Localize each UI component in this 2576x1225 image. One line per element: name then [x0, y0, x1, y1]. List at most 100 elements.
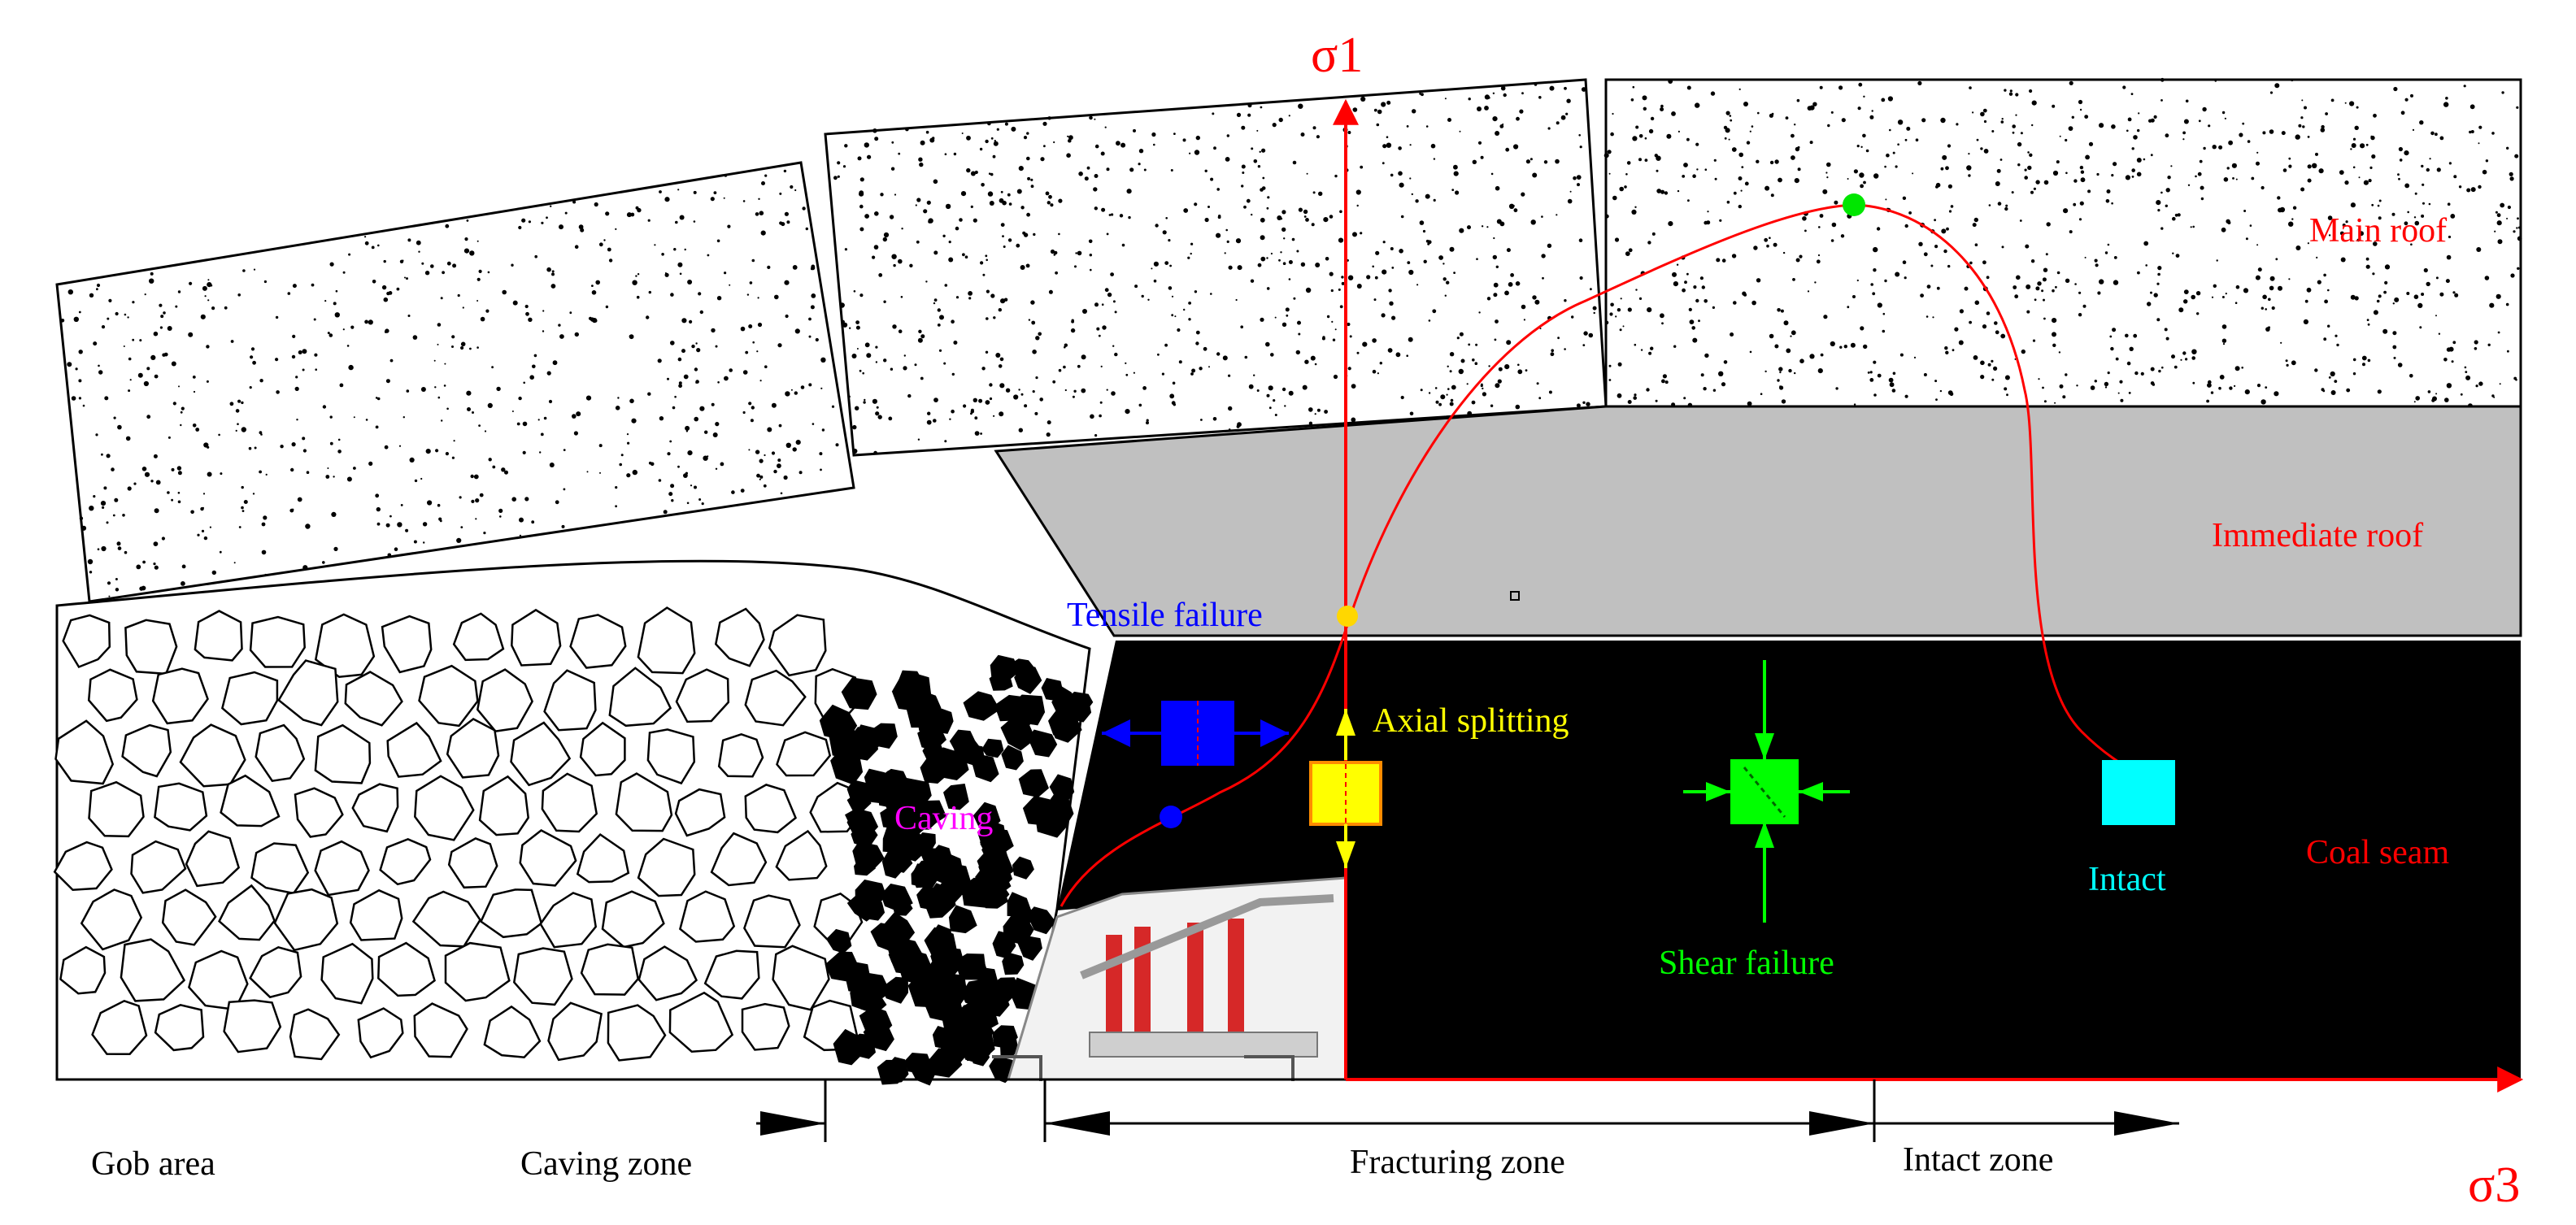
- speckle-dot: [447, 262, 449, 264]
- speckle-dot: [188, 332, 194, 337]
- speckle-dot: [773, 469, 777, 474]
- speckle-dot: [1278, 117, 1283, 123]
- speckle-dot: [206, 380, 209, 383]
- speckle-dot: [89, 506, 94, 511]
- speckle-dot: [414, 479, 418, 483]
- speckle-dot: [1298, 332, 1301, 336]
- speckle-dot: [631, 418, 637, 424]
- speckle-dot: [2339, 231, 2344, 236]
- speckle-dot: [296, 419, 298, 421]
- speckle-dot: [1322, 336, 1325, 339]
- speckle-dot: [550, 284, 556, 289]
- speckle-dot: [2113, 280, 2119, 285]
- speckle-dot: [1968, 174, 1971, 177]
- speckle-dot: [2160, 191, 2163, 194]
- speckle-dot: [2182, 131, 2187, 135]
- speckle-dot: [1779, 385, 1782, 388]
- speckle-dot: [1482, 387, 1484, 390]
- speckle-dot: [364, 236, 367, 238]
- speckle-dot: [756, 350, 759, 353]
- speckle-dot: [594, 319, 598, 323]
- speckle-dot: [2352, 166, 2356, 169]
- speckle-dot: [1551, 349, 1554, 353]
- speckle-dot: [862, 371, 864, 375]
- speckle-dot: [1077, 250, 1082, 256]
- speckle-dot: [810, 305, 815, 310]
- speckle-dot: [759, 475, 764, 479]
- speckle-dot: [348, 253, 351, 256]
- speckle-dot: [594, 202, 598, 207]
- speckle-dot: [329, 333, 333, 337]
- speckle-dot: [1826, 176, 1829, 179]
- speckle-dot: [480, 316, 485, 322]
- speckle-dot: [241, 427, 246, 432]
- speckle-dot: [1608, 379, 1612, 381]
- speckle-dot: [992, 154, 996, 159]
- speckle-dot: [1895, 165, 1898, 168]
- speckle-dot: [1627, 307, 1632, 312]
- speckle-dot: [574, 332, 579, 337]
- speckle-dot: [1099, 414, 1102, 418]
- speckle-dot: [1052, 380, 1056, 384]
- speckle-dot: [2438, 332, 2441, 335]
- speckle-dot: [1686, 137, 1690, 141]
- speckle-dot: [1225, 157, 1230, 162]
- speckle-dot: [1046, 201, 1051, 205]
- speckle-dot: [944, 284, 948, 287]
- rubble-piece: [601, 890, 665, 949]
- speckle-dot: [1569, 190, 1572, 193]
- speckle-dot: [491, 366, 494, 369]
- speckle-dot: [528, 220, 532, 224]
- speckle-dot: [264, 573, 268, 576]
- speckle-dot: [1172, 381, 1176, 385]
- speckle-dot: [1352, 108, 1355, 111]
- speckle-dot: [1935, 398, 1938, 401]
- speckle-dot: [1947, 184, 1952, 189]
- speckle-dot: [2133, 333, 2138, 338]
- speckle-dot: [1488, 97, 1490, 99]
- speckle-dot: [78, 350, 83, 354]
- speckle-dot: [1168, 286, 1173, 290]
- speckle-dot: [2182, 138, 2185, 141]
- speckle-dot: [2475, 384, 2478, 388]
- speckle-dot: [2269, 276, 2275, 281]
- speckle-dot: [529, 375, 534, 380]
- speckle-dot: [549, 463, 555, 467]
- speckle-dot: [265, 473, 268, 476]
- speckle-dot: [2084, 256, 2086, 258]
- speckle-dot: [2125, 175, 2130, 180]
- speckle-dot: [1225, 228, 1228, 232]
- speckle-dot: [663, 510, 668, 515]
- speckle-dot: [384, 445, 389, 450]
- speckle-dot: [898, 152, 901, 155]
- speckle-dot: [1304, 359, 1309, 364]
- speckle-dot: [1650, 346, 1654, 350]
- speckle-dot: [2134, 371, 2139, 376]
- speckle-dot: [677, 262, 683, 267]
- speckle-dot: [2356, 106, 2359, 109]
- speckle-dot: [998, 364, 1003, 368]
- speckle-dot: [1794, 371, 1796, 375]
- speckle-dot: [487, 271, 490, 274]
- speckle-dot: [2446, 383, 2452, 389]
- speckle-dot: [715, 467, 718, 470]
- speckle-dot: [522, 421, 528, 427]
- speckle-dot: [200, 314, 206, 319]
- speckle-dot: [1695, 102, 1700, 108]
- speckle-dot: [237, 399, 242, 403]
- speckle-dot: [1398, 146, 1402, 150]
- speckle-dot: [2174, 365, 2178, 369]
- speckle-dot: [907, 393, 912, 398]
- speckle-dot: [1672, 271, 1677, 277]
- speckle-dot: [438, 517, 442, 521]
- speckle-dot: [1751, 300, 1756, 306]
- speckle-dot: [1372, 338, 1377, 343]
- speckle-dot: [1302, 384, 1308, 390]
- speckle-dot: [211, 306, 215, 311]
- speckle-dot: [2330, 371, 2335, 377]
- speckle-dot: [1459, 228, 1464, 233]
- speckle-dot: [2113, 162, 2117, 167]
- speckle-dot: [456, 537, 462, 544]
- rubble-piece: [294, 787, 344, 838]
- speckle-dot: [2443, 358, 2448, 362]
